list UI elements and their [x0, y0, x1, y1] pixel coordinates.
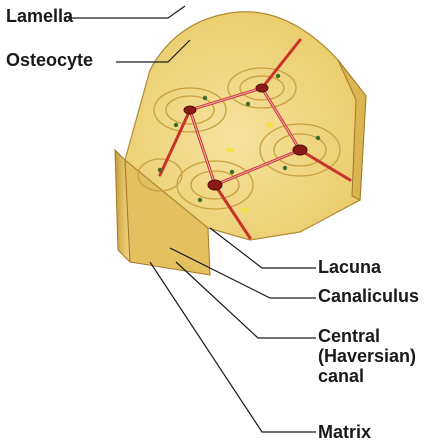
label-matrix: Matrix: [318, 422, 371, 442]
leader-central: [176, 262, 316, 338]
label-central-haversian-canal: Central (Haversian) canal: [318, 326, 416, 386]
leader-matrix: [150, 262, 316, 432]
label-central-line1: Central: [318, 326, 416, 346]
label-canaliculus: Canaliculus: [318, 286, 419, 306]
label-central-line2: (Haversian): [318, 346, 416, 366]
label-central-line3: canal: [318, 366, 416, 386]
label-osteocyte: Osteocyte: [6, 50, 93, 70]
leader-lamella: [68, 6, 185, 18]
label-lamella: Lamella: [6, 6, 73, 26]
label-lacuna: Lacuna: [318, 257, 381, 277]
